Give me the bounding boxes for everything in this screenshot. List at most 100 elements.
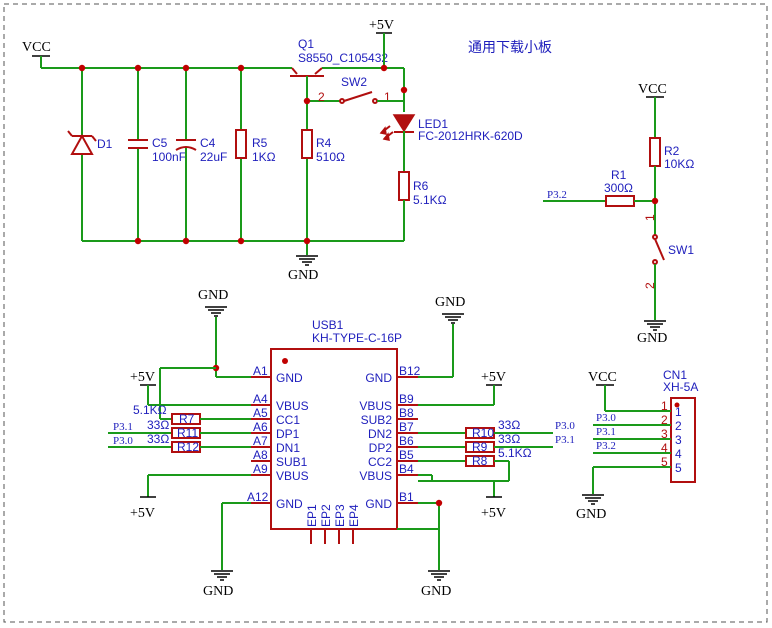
svg-text:B9: B9 [399,392,414,406]
r11-resistor: R11 33Ω P3.1 [108,418,251,440]
gnd-symbol-left-circuit: GND [288,241,318,283]
svg-text:A8: A8 [253,448,268,462]
svg-text:GND: GND [365,371,392,385]
svg-text:R8: R8 [472,454,488,468]
svg-text:A1: A1 [253,364,268,378]
svg-text:SUB1: SUB1 [276,455,308,469]
svg-text:VCC: VCC [22,40,51,55]
svg-text:R7: R7 [179,412,195,426]
svg-text:4: 4 [675,447,682,461]
gnd-symbol-usb-bottom-right: GND [418,502,451,599]
svg-text:R9: R9 [472,440,488,454]
svg-text:DP1: DP1 [276,427,300,441]
svg-text:C5: C5 [152,136,168,150]
svg-text:33Ω: 33Ω [498,432,520,446]
svg-text:1: 1 [675,405,682,419]
svg-text:Q1: Q1 [298,37,314,51]
svg-text:GND: GND [276,371,303,385]
r12-resistor: R12 33Ω P3.0 [108,432,251,454]
svg-text:A6: A6 [253,420,268,434]
svg-text:GND: GND [576,507,606,522]
svg-text:510Ω: 510Ω [316,150,345,164]
svg-text:5.1KΩ: 5.1KΩ [413,193,447,207]
svg-text:A5: A5 [253,406,268,420]
svg-text:+5V: +5V [481,506,506,521]
svg-text:33Ω: 33Ω [147,432,169,446]
svg-text:A7: A7 [253,434,268,448]
r10-resistor: R10 33Ω P3.0 [418,418,575,440]
svg-text:5: 5 [675,461,682,475]
led1: LED1 FC-2012HRK-620D [379,114,523,172]
svg-text:R10: R10 [472,426,494,440]
svg-text:B7: B7 [399,420,414,434]
svg-text:P3.2: P3.2 [596,440,616,452]
svg-text:1: 1 [661,399,668,413]
svg-text:1: 1 [643,214,657,221]
svg-text:R1: R1 [611,168,627,182]
svg-text:P3.2: P3.2 [547,189,567,201]
svg-text:3: 3 [661,427,668,441]
svg-text:USB1: USB1 [312,318,344,332]
svg-text:VBUS: VBUS [359,399,392,413]
svg-text:2: 2 [675,419,682,433]
svg-text:FC-2012HRK-620D: FC-2012HRK-620D [418,129,523,143]
svg-text:CC2: CC2 [368,455,392,469]
usb-left-pin-stubs [251,376,271,504]
svg-text:VCC: VCC [588,370,617,385]
svg-text:P3.1: P3.1 [596,426,616,438]
svg-text:GND: GND [288,268,318,283]
svg-text:EP1: EP1 [305,504,319,527]
svg-text:S8550_C105432: S8550_C105432 [298,51,388,65]
svg-text:GND: GND [198,288,228,303]
svg-text:+5V: +5V [481,370,506,385]
svg-text:GND: GND [637,331,667,346]
svg-text:LED1: LED1 [418,117,448,131]
vcc-symbol-top-left: VCC [22,40,51,68]
sw2-switch: SW2 2 1 [318,75,391,104]
svg-text:B6: B6 [399,434,414,448]
svg-text:1: 1 [384,90,391,104]
gnd-symbol-usb-bottom-left: GND [203,502,251,599]
svg-text:+5V: +5V [369,18,394,33]
svg-text:CN1: CN1 [663,368,687,382]
svg-text:R12: R12 [177,440,199,454]
svg-text:VCC: VCC [638,82,667,97]
r4-resistor: R4 510Ω [301,129,345,164]
svg-text:2: 2 [661,413,668,427]
svg-text:SW2: SW2 [341,75,367,89]
sheet-border [3,3,768,623]
usb-right-pin-names: GND VBUS SUB2 DN2 DP2 CC2 VBUS GND [359,371,392,511]
svg-text:EP4: EP4 [347,504,361,527]
svg-text:P3.1: P3.1 [113,421,133,433]
c5-capacitor: C5 100nF [128,68,186,241]
svg-text:GND: GND [276,497,303,511]
svg-text:5.1KΩ: 5.1KΩ [498,446,532,460]
svg-text:P3.0: P3.0 [596,412,616,424]
usb-left-pin-numbers: A1 A4 A5 A6 A7 A8 A9 A12 [247,364,269,504]
svg-text:GND: GND [421,584,451,599]
usb1-connector: USB1 KH-TYPE-C-16P [270,318,402,530]
svg-text:GND: GND [435,295,465,310]
svg-text:R5: R5 [252,136,268,150]
p5v-symbol-usb-right-top: +5V [418,370,506,406]
cn1-wires: VCC P3.0 P3.1 P3.2 GND [576,370,671,522]
svg-text:A12: A12 [247,490,269,504]
gnd-symbol-right: GND [637,320,667,346]
svg-text:300Ω: 300Ω [604,181,633,195]
svg-text:R6: R6 [413,179,429,193]
svg-text:P3.0: P3.0 [555,420,575,432]
svg-text:DN2: DN2 [368,427,392,441]
r5-resistor: R5 1KΩ [235,68,276,241]
svg-text:10KΩ: 10KΩ [664,157,694,171]
usb-right-pin-numbers: B12 B9 B8 B7 B6 B5 B4 B1 [399,364,421,504]
schematic-title: 通用下载小板 [468,40,552,56]
sw1-switch: SW1 1 2 [643,214,694,320]
r7-resistor: R7 5.1KΩ [133,403,251,426]
cn1-connector: CN1 XH-5A 1 2 3 4 5 1 2 3 4 5 [661,368,698,483]
svg-text:2: 2 [318,90,325,104]
p5v-symbol-usb-bottom-left: +5V [130,474,251,521]
r8-resistor: R8 5.1KΩ [418,446,532,481]
svg-text:P3.1: P3.1 [555,434,575,446]
svg-text:4: 4 [661,441,668,455]
r2-resistor: R2 10KΩ [649,137,694,235]
